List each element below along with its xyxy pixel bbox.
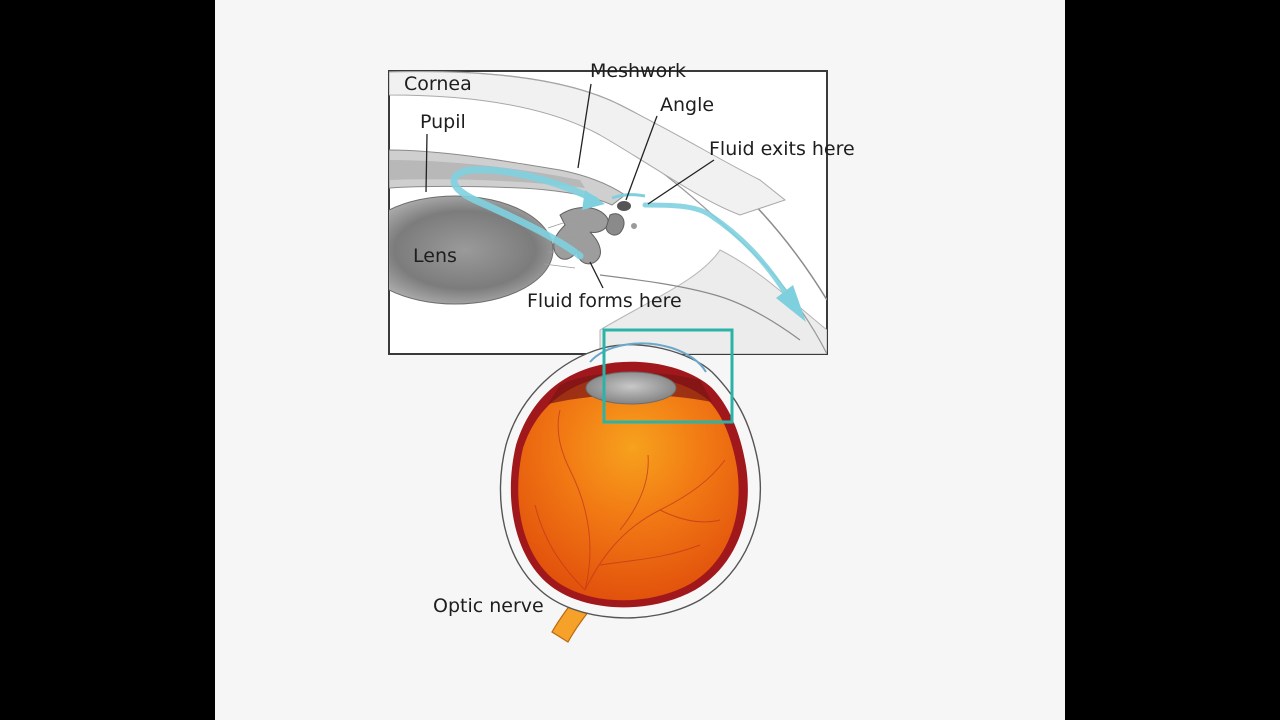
inset-cross-section [388, 70, 828, 355]
label-angle: Angle [660, 94, 714, 116]
label-pupil: Pupil [420, 111, 466, 133]
lens-shape [389, 195, 554, 305]
fluid-flow-arrowhead [582, 190, 605, 210]
eye-lens [585, 371, 677, 405]
highlight-box [602, 328, 734, 424]
label-lens: Lens [413, 245, 457, 267]
label-fluid-forms: Fluid forms here [527, 290, 682, 312]
angle-dot [631, 223, 637, 229]
meshwork-flow [611, 193, 646, 200]
label-cornea: Cornea [404, 73, 472, 95]
blood-vessels [534, 409, 726, 591]
label-optic-nerve: Optic nerve [433, 595, 544, 617]
meshwork-leader [577, 83, 592, 169]
label-fluid-exits: Fluid exits here [709, 138, 855, 160]
zonule-fibers [543, 217, 583, 269]
label-meshwork: Meshwork [590, 60, 686, 82]
sclera-region [599, 249, 827, 354]
fluid-exit-arrow [642, 202, 793, 303]
fluid-exit-arrowhead [776, 285, 806, 322]
cornea-bulge [589, 342, 707, 373]
drainage-angle [617, 201, 631, 211]
pupil-leader [425, 133, 428, 193]
fluid-flow-arrow [450, 166, 599, 260]
fluid-exits-leader [647, 159, 715, 205]
leader-lines [425, 83, 715, 289]
fluid-forms-leader [589, 261, 604, 289]
ciliary-process [605, 213, 625, 236]
angle-leader [625, 115, 658, 201]
retina [518, 375, 739, 601]
choroid-lining [599, 274, 801, 341]
